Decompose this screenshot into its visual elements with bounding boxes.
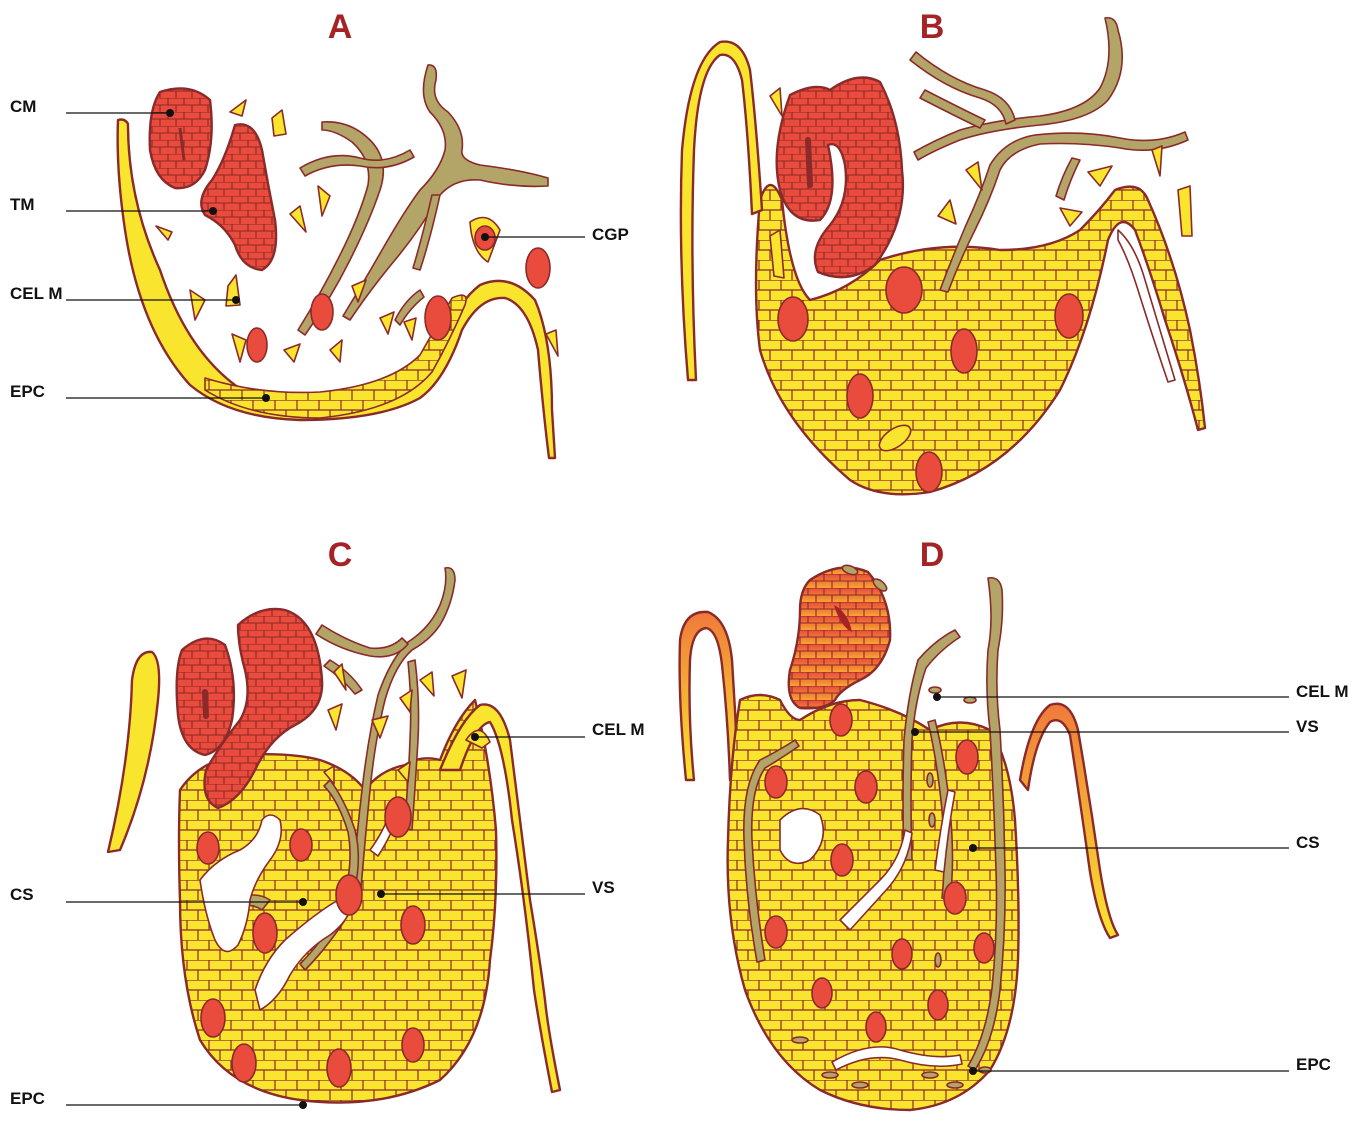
panel-a: A	[10, 8, 629, 458]
leader-dot-a-celm	[232, 296, 240, 304]
leader-dot-d-vs	[911, 728, 919, 736]
panel-b-cm-cord	[777, 78, 903, 278]
panel-b: B	[681, 8, 1205, 494]
panel-c-letter: C	[328, 536, 353, 574]
leader-dot-c-epc	[299, 1101, 307, 1109]
label-c-cs: CS	[10, 885, 34, 904]
leader-dot-a-tm	[209, 207, 217, 215]
label-d-vs: VS	[1296, 717, 1319, 736]
label-c-vs: VS	[592, 878, 615, 897]
label-a-cm: CM	[10, 97, 36, 116]
leader-dot-a-cgp	[481, 233, 489, 241]
panel-d-right-arm	[1020, 704, 1118, 938]
leader-dot-d-cs	[969, 844, 977, 852]
panel-a-tm-cord	[201, 124, 276, 270]
leader-dot-c-celm	[471, 733, 479, 741]
leader-dot-d-celm	[933, 693, 941, 701]
label-a-epc: EPC	[10, 382, 45, 401]
leader-dot-a-cm	[166, 109, 174, 117]
panel-d: D	[680, 536, 1349, 1110]
panel-a-letter: A	[328, 8, 353, 46]
panel-b-cm-lumen	[808, 140, 810, 185]
label-c-epc: EPC	[10, 1089, 45, 1108]
panel-b-letter: B	[920, 8, 945, 46]
label-a-tm: TM	[10, 195, 35, 214]
panel-d-left-arm	[680, 612, 738, 780]
panel-d-letter: D	[920, 536, 945, 574]
label-a-cgp: CGP	[592, 225, 629, 244]
panel-c-left-arm	[108, 652, 159, 852]
leader-dot-a-epc	[262, 394, 270, 402]
panel-c-cm-lumen	[205, 692, 206, 716]
label-d-epc: EPC	[1296, 1055, 1331, 1074]
panel-c: C	[10, 536, 645, 1109]
panel-b-epicardial-body	[756, 185, 1205, 494]
leader-dot-c-vs	[377, 890, 385, 898]
label-d-celm: CEL M	[1296, 682, 1349, 701]
leader-dot-d-epc	[969, 1067, 977, 1075]
label-a-celm: CEL M	[10, 284, 63, 303]
leader-dot-c-cs	[299, 898, 307, 906]
label-c-celm: CEL M	[592, 720, 645, 739]
label-d-cs: CS	[1296, 833, 1320, 852]
panel-b-left-arm	[681, 42, 762, 380]
panel-d-cm-cord	[789, 568, 890, 709]
